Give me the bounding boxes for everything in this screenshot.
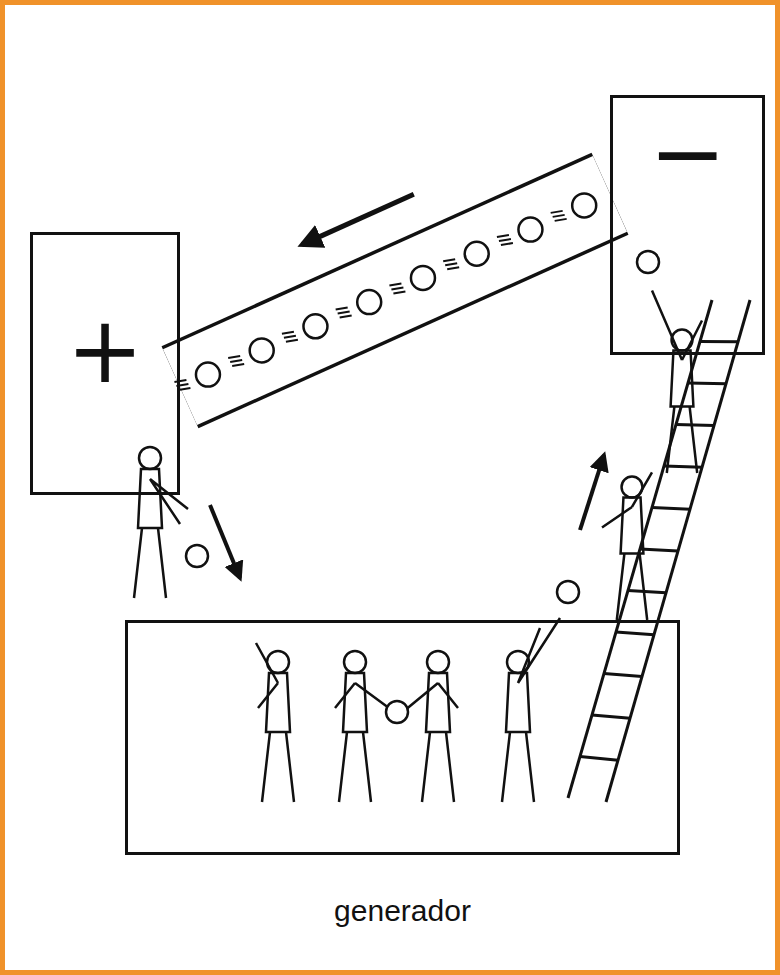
charge-mark	[230, 360, 242, 362]
electron	[518, 218, 542, 242]
polarity-sign: +	[66, 305, 143, 397]
electron	[357, 290, 381, 314]
charge-mark	[232, 364, 244, 366]
conductor-tube	[174, 193, 610, 390]
figure-arms	[518, 618, 560, 683]
figure-body	[426, 673, 450, 732]
ladder	[568, 300, 750, 802]
ladder-rung	[604, 674, 642, 677]
stick-figure	[256, 643, 294, 802]
tube-inside	[180, 194, 610, 387]
electron	[411, 266, 435, 290]
ladder-rung	[592, 715, 630, 718]
electron	[465, 242, 489, 266]
stick-figure	[652, 290, 702, 473]
charge-mark	[393, 291, 405, 293]
charge-mark	[551, 211, 563, 213]
charge-mark	[497, 235, 509, 237]
charge-mark	[501, 243, 513, 245]
ladder-rung	[652, 508, 690, 510]
charge-mark	[340, 316, 352, 318]
figure-head	[344, 651, 366, 673]
stick-figure	[404, 651, 458, 802]
charge-mark	[336, 308, 348, 310]
flow-arrow	[210, 505, 240, 578]
figure-arms	[335, 683, 393, 711]
ladder-rung	[700, 340, 738, 343]
figure-arms	[404, 683, 458, 711]
box-caption: generador	[331, 896, 474, 926]
electron	[303, 314, 327, 338]
charge-mark	[174, 380, 186, 382]
electron-ball	[186, 545, 208, 567]
generator-box: generador	[125, 620, 680, 855]
charge-mark	[447, 267, 459, 269]
figure-legs	[422, 732, 454, 802]
charge-mark	[389, 283, 401, 285]
figure-body	[343, 673, 367, 732]
electron-ball	[386, 701, 408, 723]
ladder-rung	[628, 591, 666, 593]
flow-arrows	[210, 455, 604, 578]
electron	[196, 363, 220, 387]
figure-arms	[150, 479, 188, 524]
figure-legs	[617, 554, 647, 621]
charge-mark	[338, 312, 350, 314]
figure-legs	[502, 732, 534, 802]
ladder-rung	[616, 632, 654, 635]
flow-arrow	[302, 194, 414, 244]
stick-figure	[602, 472, 652, 620]
figure-legs	[262, 732, 294, 802]
charge-mark	[553, 215, 565, 217]
electron-ball	[637, 251, 659, 273]
tube-outline	[180, 194, 610, 387]
figure-legs	[339, 732, 371, 802]
ladder-rung	[640, 549, 678, 551]
electron-ball	[557, 581, 579, 603]
flow-arrow	[580, 455, 604, 530]
electron	[572, 193, 596, 217]
figure-arms	[652, 290, 702, 360]
charge-mark	[555, 219, 567, 221]
terminal-box: +	[30, 232, 180, 495]
stick-figure	[502, 618, 560, 802]
figure-head	[427, 651, 449, 673]
figure-arms	[256, 643, 278, 708]
ladder-rung	[580, 757, 618, 761]
figure-body	[138, 469, 162, 528]
charge-mark	[282, 332, 294, 334]
charge-mark	[391, 287, 403, 289]
stick-figure	[335, 651, 393, 802]
charge-mark	[499, 239, 511, 241]
ladder-rail	[568, 300, 712, 798]
figure-legs	[134, 528, 166, 598]
charge-mark	[443, 259, 455, 261]
charge-mark	[286, 340, 298, 342]
ladder-rung	[688, 382, 726, 386]
polarity-sign: −	[649, 108, 726, 200]
electron	[250, 338, 274, 362]
figure-head	[139, 447, 161, 469]
charge-mark	[178, 388, 190, 390]
figure-arms	[602, 472, 652, 527]
figure-legs	[667, 407, 697, 474]
charge-mark	[228, 356, 240, 358]
charge-mark	[445, 263, 457, 265]
ladder-rung	[676, 425, 714, 426]
terminal-box: −	[610, 95, 765, 355]
charge-mark	[284, 336, 296, 338]
